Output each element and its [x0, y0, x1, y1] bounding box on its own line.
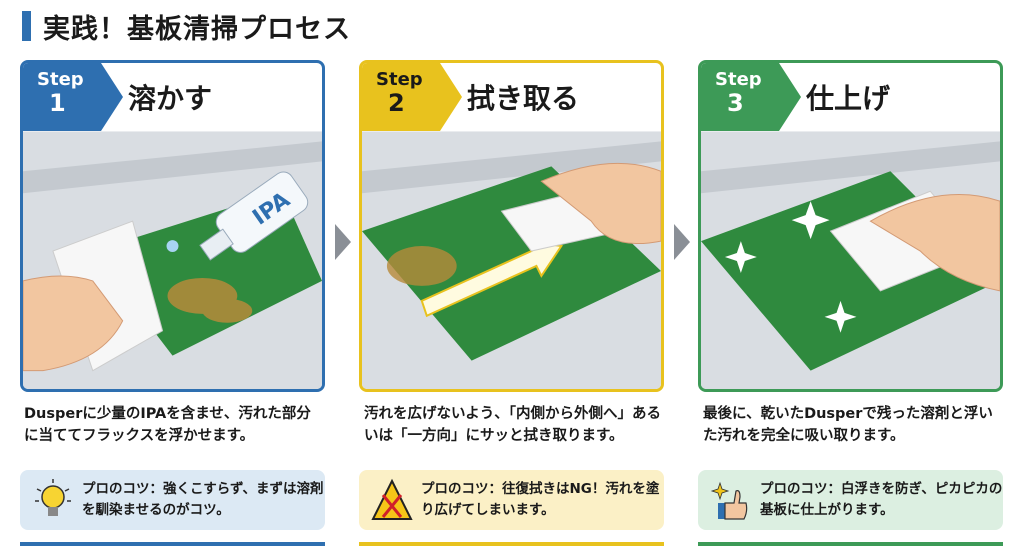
- sparkle-icon: [724, 201, 857, 333]
- lightbulb-icon: [35, 479, 71, 516]
- tip-text: プロのコツ：往復拭きはNG！汚れを塗り広げてしまいます。: [421, 481, 660, 518]
- hand-icon: [23, 275, 124, 372]
- step-2-tip: プロのコツ：往復拭きはNG！汚れを塗り広げてしまいます。: [359, 470, 664, 530]
- thumbs-up-icon: [710, 481, 748, 520]
- step-label: Step: [715, 69, 762, 90]
- step-2-illustration: [362, 131, 661, 389]
- chevron-right-icon: [672, 222, 692, 262]
- step-label: Step: [37, 69, 84, 90]
- step-1-tip: プロのコツ：強くこすらず、まずは溶剤を馴染ませるのがコツ。: [20, 470, 325, 530]
- tip-text: プロのコツ：白浮きを防ぎ、ピカピカの基板に仕上がります。: [760, 481, 1003, 518]
- flux-stain: [386, 246, 457, 286]
- step-number: 2: [388, 89, 405, 117]
- step-1-illustration: IPA: [23, 131, 322, 389]
- step-label: Step: [376, 69, 423, 90]
- step-number: 3: [727, 89, 744, 117]
- warning-icon: [371, 478, 413, 520]
- step-2-heading: 拭き取る: [467, 82, 580, 115]
- flux-stain: [167, 277, 253, 323]
- step-3-tip: プロのコツ：白浮きを防ぎ、ピカピカの基板に仕上がります。: [698, 470, 1003, 530]
- title-text: 実践！基板清掃プロセス: [43, 13, 351, 45]
- step-3-description: 最後に、乾いたDusperで残った溶剤と浮いた汚れを完全に吸い取ります。: [703, 406, 993, 444]
- chevron-right-icon: [333, 222, 353, 262]
- step-3-illustration: [701, 131, 1000, 389]
- hand-icon: [869, 194, 1000, 292]
- step-1-divider: [20, 542, 325, 546]
- page-title: 実践！基板清掃プロセス: [22, 8, 351, 45]
- tip-text: プロのコツ：強くこすらず、まずは溶剤を馴染ませるのがコツ。: [82, 481, 324, 518]
- step-1-heading: 溶かす: [128, 82, 213, 115]
- hand-icon: [540, 162, 661, 244]
- step-3-heading: 仕上げ: [806, 82, 891, 115]
- step-2-description: 汚れを広げないよう、「内側から外側へ」あるいは「一方向」にサッと拭き取ります。: [364, 406, 661, 444]
- step-2-divider: [359, 542, 664, 546]
- step-1-description: Dusperに少量のIPAを含ませ、汚れた部分に当ててフラックスを浮かせます。: [24, 406, 311, 444]
- title-accent-bar: [22, 11, 31, 41]
- step-number: 1: [49, 89, 66, 117]
- step-3-divider: [698, 542, 1003, 546]
